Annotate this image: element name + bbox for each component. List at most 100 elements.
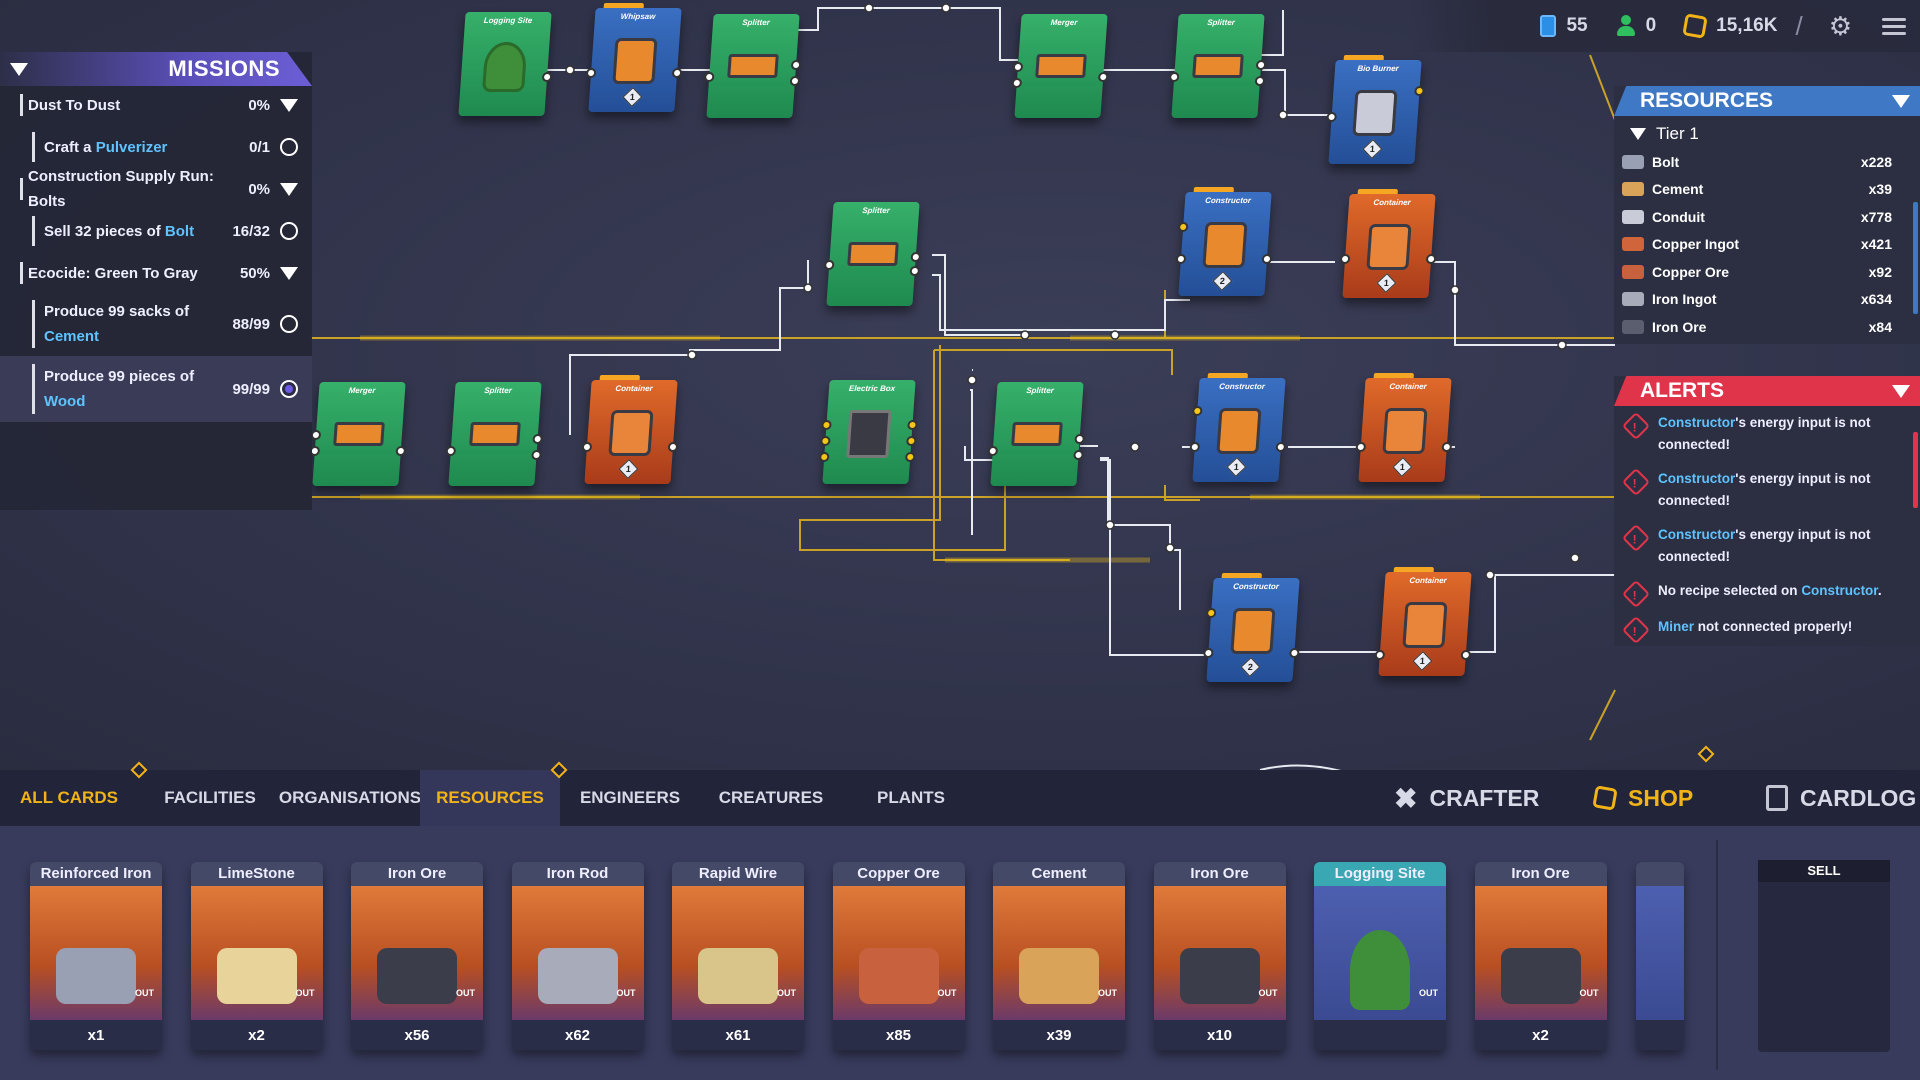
container-node[interactable]: Container 1 xyxy=(1374,567,1472,676)
cardlog-icon xyxy=(1766,785,1788,811)
splitter-node[interactable]: Splitter xyxy=(703,14,802,118)
shop-button[interactable]: SHOP xyxy=(1592,770,1693,826)
constructor-node[interactable]: Constructor 1 xyxy=(1189,373,1287,482)
mission-label: Craft a Pulverizer xyxy=(44,138,168,156)
scrollbar[interactable] xyxy=(1913,202,1918,314)
resources-header[interactable]: RESOURCES xyxy=(1614,86,1920,116)
mission-progress: 0% xyxy=(248,97,298,114)
warning-icon: ! xyxy=(1621,615,1651,645)
factory-board[interactable]: Logging Site Whipsaw 1 Splitter Merger S… xyxy=(0,0,1920,770)
merger-node[interactable]: Merger xyxy=(309,382,407,486)
tab-creatures[interactable]: CREATURES xyxy=(718,788,824,807)
expand-icon[interactable] xyxy=(280,98,298,112)
collapse-icon[interactable] xyxy=(10,62,28,76)
out-port[interactable]: OUT xyxy=(135,988,154,998)
constructor-node[interactable]: Constructor 2 xyxy=(1175,187,1273,296)
out-port[interactable]: OUT xyxy=(456,988,475,998)
expand-icon[interactable] xyxy=(280,266,298,280)
alert-item[interactable]: !Miner not connected properly! xyxy=(1614,610,1920,646)
splitter-node[interactable]: Splitter xyxy=(445,382,543,486)
mission-progress: 0/1 xyxy=(249,138,298,156)
out-port[interactable]: OUT xyxy=(1258,988,1278,998)
container-node[interactable]: Container 1 xyxy=(1355,373,1453,482)
collapse-icon[interactable] xyxy=(1630,128,1646,140)
sell-zone[interactable]: SELL xyxy=(1758,860,1890,1052)
tab-organisations[interactable]: ORGANISATIONS xyxy=(278,788,422,807)
mission-progress: 0% xyxy=(248,181,298,198)
status-circle-icon xyxy=(280,138,298,156)
out-port[interactable]: OUT xyxy=(295,988,315,998)
container-node[interactable]: Container 1 xyxy=(1339,189,1437,298)
missions-header[interactable]: MISSIONS xyxy=(0,52,312,86)
out-port[interactable]: OUT xyxy=(616,988,636,998)
splitter-node[interactable]: Splitter xyxy=(1168,14,1267,118)
out-port[interactable]: OUT xyxy=(777,988,796,998)
expand-icon[interactable] xyxy=(280,182,298,196)
crafter-button[interactable]: ✖ CRAFTER xyxy=(1394,782,1540,814)
out-port[interactable]: OUT xyxy=(1579,988,1599,998)
alert-item[interactable]: !Constructor's energy input is not conne… xyxy=(1614,406,1920,462)
constructor-node[interactable]: Constructor 2 xyxy=(1203,573,1300,682)
alert-item[interactable]: !Constructor's energy input is not conne… xyxy=(1614,518,1920,574)
out-port[interactable]: OUT xyxy=(1419,988,1438,998)
container-node[interactable]: Container 1 xyxy=(581,375,679,484)
bio-burner-node[interactable]: Bio Burner 1 xyxy=(1326,55,1425,164)
card-art: OUT xyxy=(1153,886,1286,1020)
tab-engineers[interactable]: ENGINEERS xyxy=(579,788,681,807)
card-art: OUT xyxy=(672,886,804,1020)
out-port[interactable]: OUT xyxy=(1098,988,1117,998)
menu-icon[interactable] xyxy=(1882,14,1906,39)
alerts-header[interactable]: ALERTS xyxy=(1614,376,1920,406)
warning-icon: ! xyxy=(1621,523,1651,553)
electric-box-node[interactable]: Electric Box xyxy=(818,380,918,484)
alert-item[interactable]: !No recipe selected on Constructor. xyxy=(1614,574,1920,610)
collapse-icon[interactable] xyxy=(1892,94,1910,108)
resource-card[interactable]: Reinforced Iron PlateOUTx1 xyxy=(30,862,162,1050)
tab-all-cards[interactable]: ALL CARDS xyxy=(20,788,118,807)
merger-node[interactable]: Merger xyxy=(1011,14,1109,118)
collapse-icon[interactable] xyxy=(1892,384,1910,398)
tab-facilities[interactable]: FACILITIES xyxy=(164,788,256,807)
card-title: Logging Site xyxy=(1314,862,1446,886)
splitter-node[interactable]: Splitter xyxy=(823,202,922,306)
cardlog-button[interactable]: CARDLOG xyxy=(1766,770,1916,826)
tab-plants[interactable]: PLANTS xyxy=(877,788,945,807)
wire-layer xyxy=(310,3,1616,770)
scrollbar[interactable] xyxy=(1913,432,1918,508)
out-port[interactable]: OUT xyxy=(937,988,957,998)
alert-item[interactable]: !Constructor's energy input is not conne… xyxy=(1614,462,1920,518)
logging-site-node[interactable]: Logging Site xyxy=(458,12,553,116)
tab-resources[interactable]: RESOURCES xyxy=(420,770,560,826)
cards-counter: 55 xyxy=(1540,15,1588,37)
mission-task[interactable]: Craft a Pulverizer 0/1 xyxy=(0,124,312,170)
gear-icon[interactable]: ⚙ xyxy=(1828,10,1852,41)
tier-header[interactable]: Tier 1 xyxy=(1614,116,1920,148)
item-icon xyxy=(1179,948,1260,1004)
top-bar: 55 0 15,16K / ⚙ xyxy=(1410,0,1920,52)
card-partial[interactable] xyxy=(1636,862,1684,1050)
whipsaw-node[interactable]: Whipsaw 1 xyxy=(585,3,683,112)
splitter-node[interactable]: Splitter xyxy=(987,382,1085,486)
